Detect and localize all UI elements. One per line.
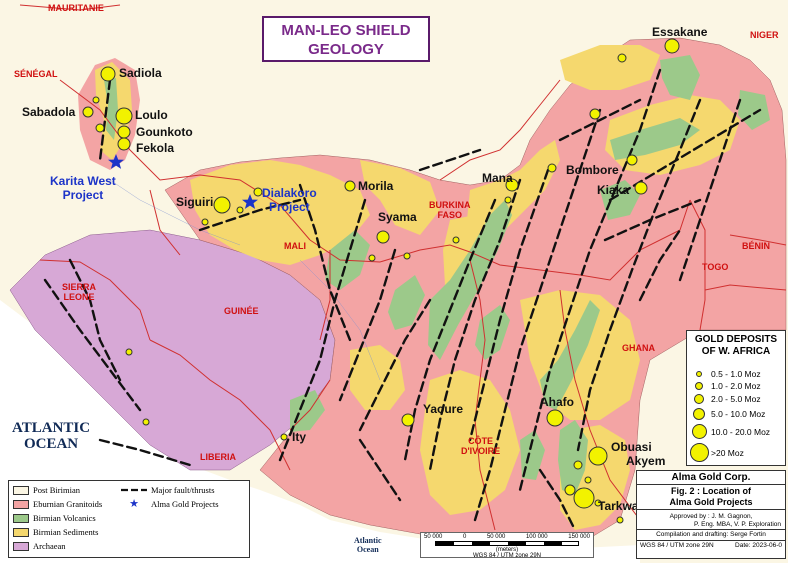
mine-label-mana: Mana [482,171,513,185]
mine-label-loulo: Loulo [135,108,168,122]
deposit-loulo [115,107,133,125]
deposit-siguiri [213,196,231,214]
swatch-post-birimian [13,485,29,495]
swatch-archaean [13,541,29,551]
star-dialakoro [242,194,258,209]
star-icon: ★ [129,498,139,510]
mine-label-sabadola: Sabadola [22,105,76,119]
legend-row-post-birimian: Post Birimian [13,485,80,495]
mine-label-essakane: Essakane [652,25,708,39]
fault-line-icon [121,488,147,492]
deposit-essakane [664,38,680,54]
swatch-eburnian [13,499,29,509]
deposit-fekola [117,137,131,151]
country-label-guinee: GUINÉE [224,306,259,316]
deposit-bombore [626,154,638,166]
mine-label-sadiola: Sadiola [119,66,162,80]
mine-label-kiaka: Kiaka [597,183,630,197]
deposit-ahafo [546,409,564,427]
mine-label-morila: Morila [358,179,394,193]
gold-class-4: 5.0 - 10.0 Moz [687,408,765,420]
swatch-sediments [13,527,29,537]
legend-row-archaean: Archaean [13,541,66,551]
swatch-volcanics [13,513,29,523]
deposit-mana [505,178,519,192]
legend-row-sediments: Birmian Sediments [13,527,98,537]
deposit-sadiola [100,66,116,82]
deposit-gounkoto [117,125,131,139]
star-karita-west [108,154,124,169]
country-label-togo: TOGO [702,262,729,272]
title-block-approved-role: P. Eng. MBA, V. P. Exploration [694,521,781,528]
gold-class-3: 2.0 - 5.0 Moz [687,394,761,404]
deposit-sabadola [82,106,94,118]
country-label-mauritanie: MAURITANIE [48,3,104,13]
mine-label-akyem: Akyem [626,454,666,468]
country-label-mali: MALI [284,241,306,251]
deposit-yaoure [401,413,415,427]
mine-label-bombore: Bombore [566,163,619,177]
mine-label-ity: Ity [292,430,307,444]
legend-row-volcanics: Birmian Volcanics [13,513,96,523]
title-block-approved: Approved by : J. M. Gagnon, [669,513,753,520]
country-label-niger: NIGER [750,30,779,40]
deposit-tarkwa [573,487,595,509]
country-label-benin: BÉNIN [742,241,771,251]
gold-class-1: 0.5 - 1.0 Moz [687,369,761,379]
scale-unit: (meters) [495,547,519,553]
mine-label-fekola: Fekola [136,141,175,155]
deposit-kiaka [634,181,648,195]
mine-label-tarkwa: Tarkwa [598,499,639,513]
mine-label-yaoure: Yaoure [423,402,464,416]
legend-row-fault: Major fault/thrusts [121,485,215,495]
scale-datum: WGS 84 / UTM zone 29N [472,553,542,559]
title-block-compiled: Compilation and drafting: Serge Fortin [637,529,785,541]
deposit-obuasi [588,446,608,466]
legend-row-eburnian: Eburnian Granitoids [13,499,102,509]
mine-label-siguiri: Siguiri [176,195,214,209]
mine-label-syama: Syama [378,210,417,224]
gold-class-2: 1.0 - 2.0 Moz [687,381,761,391]
gold-class-5: 10.0 - 20.0 Moz [687,424,770,439]
deposit-morila [344,180,356,192]
country-label-ghana: GHANA [622,343,655,353]
legend-row-projects: ★ Alma Gold Projects [121,498,218,510]
map-title-line-1: MAN-LEO SHIELD [281,22,411,39]
scale-bar-graphic [435,541,579,546]
geology-legend: Post Birimian Eburnian Granitoids Birmia… [8,480,250,558]
title-block-company: Alma Gold Corp. [637,471,785,485]
mine-label-ahafo: Ahafo [540,395,574,409]
mine-label-gounkoto: Gounkoto [136,125,193,139]
country-label-senegal: SÉNÉGAL [14,69,58,79]
deposit-ity [280,433,288,441]
deposit-syama [376,230,390,244]
gold-class-6: >20 Moz [687,443,744,462]
map-title-line-2: GEOLOGY [308,41,384,58]
mine-label-obuasi: Obuasi [611,440,652,454]
country-label-liberia: LIBERIA [200,452,236,462]
map-title: MAN-LEO SHIELD GEOLOGY [262,16,430,62]
